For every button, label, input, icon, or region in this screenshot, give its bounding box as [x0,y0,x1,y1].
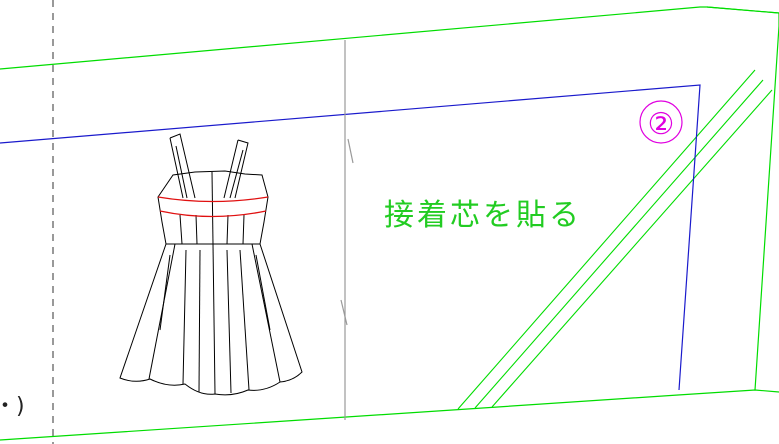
grain-arrow-top [347,138,354,164]
skirt [119,243,303,396]
right-strap-inner [223,139,239,199]
right-strap-stitch [229,149,244,199]
cutting-outline-top [0,6,779,70]
left-strap [169,133,196,199]
finished-line [0,84,701,391]
skirt-fold-3 [198,249,201,393]
diagonal-line-2 [474,79,764,409]
left-strap-stitch [175,145,188,199]
grain-arrow-bottom [340,299,348,326]
right-strap [234,139,249,199]
bodice-dart-3 [226,214,229,245]
skirt-pleat-a [159,254,171,331]
skirt-fold-7 [251,243,281,383]
skirt-pleat-b [255,254,271,331]
part-number-marker [639,100,683,144]
diagonal-line-3 [491,89,773,408]
part-number-circle [639,100,683,144]
edge-text-fragment: ・) [0,394,25,419]
instruction-label: 接着芯を貼る [384,198,582,233]
bodice [157,170,269,245]
diagonal-line-1 [457,69,756,410]
part-number-label: ② [648,107,675,142]
bodice-seam-lines [157,196,269,218]
skirt-fold-5 [226,249,232,394]
bodice-dart-4 [242,214,245,245]
cutting-outline-right [706,6,779,391]
cutting-outline-bottom [0,389,779,441]
bodice-seam-upper [157,196,269,203]
bodice-dart-1 [179,214,183,245]
skirt-fold-2 [182,249,187,385]
bodice-seam-lower [159,210,267,218]
dress-illustration [119,133,303,396]
skirt-fold-4 [212,243,216,395]
left-strap-inner [169,137,184,199]
bodice-center [211,171,214,245]
skirt-fold-6 [239,249,250,391]
bodice-dart-2 [195,214,198,245]
